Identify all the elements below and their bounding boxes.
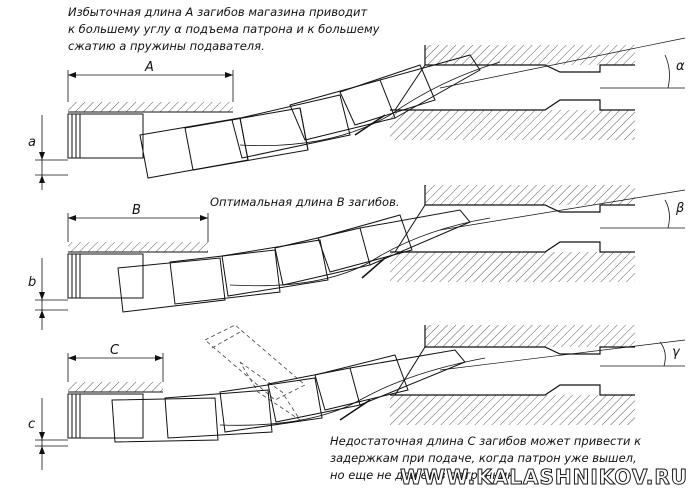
dimension-b-label: B xyxy=(132,203,141,218)
angle-gamma-label: γ xyxy=(672,345,681,360)
magazine-lip-3 xyxy=(68,382,163,392)
trajectory-3 xyxy=(219,357,486,426)
dimension-c xyxy=(67,353,164,382)
trajectory-2 xyxy=(229,217,491,287)
magazine-lip-1 xyxy=(68,102,233,112)
spring-a-label: a xyxy=(28,135,36,150)
barrel-breech-1 xyxy=(390,45,635,140)
panel-optimal-length: β xyxy=(35,185,686,330)
spring-dimension-a xyxy=(35,115,68,190)
dimension-a xyxy=(67,70,234,102)
cartridges-feeding-1 xyxy=(139,54,481,179)
cartridge-resting-3 xyxy=(67,393,144,439)
barrel-breech-2 xyxy=(390,185,635,282)
magazine-lip-2 xyxy=(68,242,208,252)
dimension-c-label: C xyxy=(110,343,120,358)
angle-alpha-label: α xyxy=(676,59,685,74)
spring-dimension-b xyxy=(35,258,68,330)
cartridges-feeding-3 xyxy=(111,349,466,443)
note-insufficient-length: Недостаточная длина C загибов может прив… xyxy=(330,434,642,482)
cartridge-resting-1 xyxy=(67,113,144,159)
barrel-breech-3 xyxy=(390,325,635,425)
trajectory-1 xyxy=(239,61,501,146)
spring-c-label: c xyxy=(28,417,35,432)
panel-excessive-length: α xyxy=(35,37,686,190)
cartridges-feeding-2 xyxy=(117,209,471,313)
panel-insufficient-length: γ xyxy=(35,324,686,470)
cartridge-jammed-ghost xyxy=(204,324,306,421)
cartridge-resting-2 xyxy=(67,253,144,299)
watermark: WWW.KALASHNIKOV.RU xyxy=(400,465,688,490)
dimension-a-label: A xyxy=(144,60,154,75)
spring-b-label: b xyxy=(28,275,36,290)
angle-beta-label: β xyxy=(675,201,684,216)
spring-dimension-c xyxy=(35,398,68,470)
note-excessive-length: Избыточная длина A загибов магазина прив… xyxy=(68,5,380,53)
dimension-b xyxy=(67,213,209,242)
note-optimal-length: Оптимальная длина B загибов. xyxy=(210,195,400,209)
